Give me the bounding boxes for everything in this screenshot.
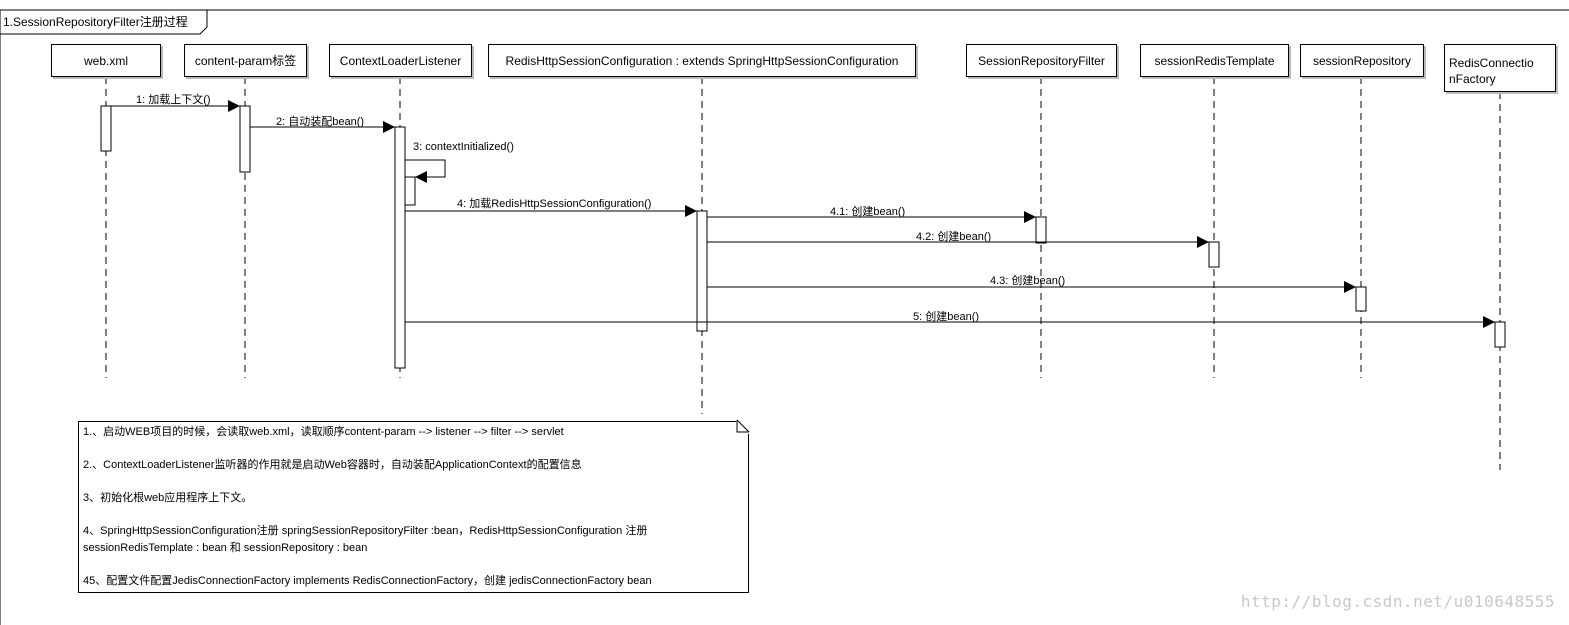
activation-contentparam: [239, 105, 251, 173]
lifeline-dashes: [105, 77, 1501, 470]
frame: [0, 9, 1569, 625]
lifeline-label: RedisHttpSessionConfiguration : extends …: [505, 53, 899, 68]
lifeline-head-redistemplate[interactable]: sessionRedisTemplate: [1140, 44, 1289, 77]
activation-srfilter: [1035, 216, 1047, 244]
lifeline-label-line1: RedisConnectio: [1449, 55, 1534, 70]
watermark-url: http://blog.csdn.net/u010648555: [1240, 592, 1555, 611]
note-dog-ear: [736, 420, 750, 434]
message-label-m1: 1: 加载上下文(): [136, 94, 211, 106]
message-label-m42: 4.2: 创建bean(): [916, 231, 992, 243]
message-label-m4: 4: 加载RedisHttpSessionConfiguration(): [457, 198, 652, 210]
note-line-2: 2.、ContextLoaderListener监听器的作用就是启动Web容器时…: [83, 459, 582, 471]
note-line-1: 1.、启动WEB项目的时候，会读取web.xml，读取顺序content-par…: [83, 426, 564, 438]
message-label-m5: 5: 创建bean(): [913, 311, 980, 323]
activation-connfactory: [1494, 321, 1506, 348]
lifeline-head-ctxlistener[interactable]: ContextLoaderListener: [329, 44, 472, 77]
lifeline-label: web.xml: [83, 53, 128, 68]
lifeline-label: sessionRepository: [1312, 53, 1412, 68]
note-line-5: 45、配置文件配置JedisConnectionFactory implemen…: [83, 575, 652, 587]
note-line-4: 4、SpringHttpSessionConfiguration注册 sprin…: [83, 525, 648, 554]
lifeline-label: SessionRepositoryFilter: [978, 53, 1105, 68]
lifeline-label: content-param标签: [194, 53, 297, 68]
lifeline-head-sessionrepo[interactable]: sessionRepository: [1300, 44, 1424, 77]
note-box: 1.、启动WEB项目的时候，会读取web.xml，读取顺序content-par…: [78, 421, 749, 593]
activation-rediscfg: [696, 210, 708, 332]
lifeline-head-rediscfg[interactable]: RedisHttpSessionConfiguration : extends …: [488, 44, 916, 77]
message-label-m2: 2: 自动装配bean(): [276, 116, 365, 128]
activation-sessionrepo: [1355, 286, 1367, 312]
activation-redistemplate: [1208, 241, 1220, 268]
lifeline-head-contentparam[interactable]: content-param标签: [184, 44, 307, 77]
lifeline-label: ContextLoaderListener: [339, 53, 462, 68]
lifeline-head-srfilter[interactable]: SessionRepositoryFilter: [966, 44, 1117, 77]
message-label-m41: 4.1: 创建bean(): [830, 206, 906, 218]
message-arrows: [111, 100, 1495, 328]
activation-ctxlistener-nested: [404, 176, 416, 206]
activation-ctxlistener: [394, 126, 406, 369]
message-arrow-m3: [405, 159, 446, 183]
note-line-3: 3、初始化根web应用程序上下文。: [83, 492, 253, 504]
frame-title: 1.SessionRepositoryFilter注册过程: [3, 15, 188, 29]
activation-bars: [100, 105, 1506, 369]
lifeline-head-connfactory[interactable]: RedisConnectio nFactory: [1444, 44, 1556, 92]
activation-webxml: [100, 105, 112, 152]
message-label-m3: 3: contextInitialized(): [413, 141, 514, 153]
lifeline-label-line2: nFactory: [1449, 71, 1496, 86]
message-label-m43: 4.3: 创建bean(): [990, 275, 1066, 287]
lifeline-label: sessionRedisTemplate: [1154, 53, 1275, 68]
lifeline-head-webxml[interactable]: web.xml: [51, 44, 161, 77]
